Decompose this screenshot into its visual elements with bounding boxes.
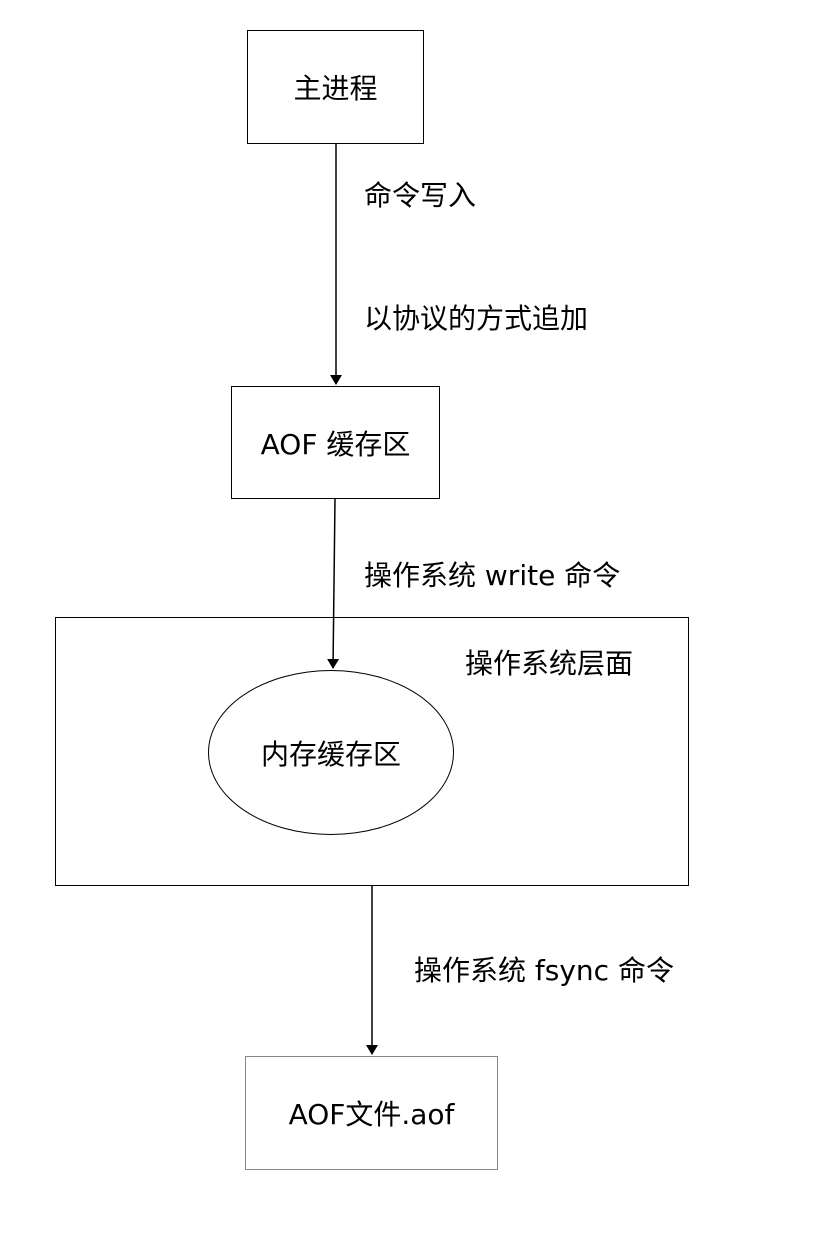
main-process-node: 主进程 [247, 30, 424, 144]
main-process-label: 主进程 [293, 72, 378, 105]
os-layer-label: 操作系统层面 [465, 647, 634, 680]
aof-buffer-label: AOF 缓存区 [260, 427, 411, 461]
edge-label-append-by-protocol: 以协议的方式追加 [364, 302, 589, 335]
memory-buffer-label: 内存缓存区 [260, 737, 401, 771]
aof-buffer-node: AOF 缓存区 [231, 386, 440, 499]
edge-label-os-fsync: 操作系统 fsync 命令 [414, 954, 674, 987]
memory-buffer-node: 内存缓存区 [208, 670, 454, 835]
edge-label-os-write: 操作系统 write 命令 [364, 559, 621, 592]
edge-label-write-command: 命令写入 [364, 179, 477, 212]
aof-file-node: AOF文件.aof [245, 1056, 498, 1170]
aof-file-label: AOF文件.aof [288, 1098, 455, 1131]
